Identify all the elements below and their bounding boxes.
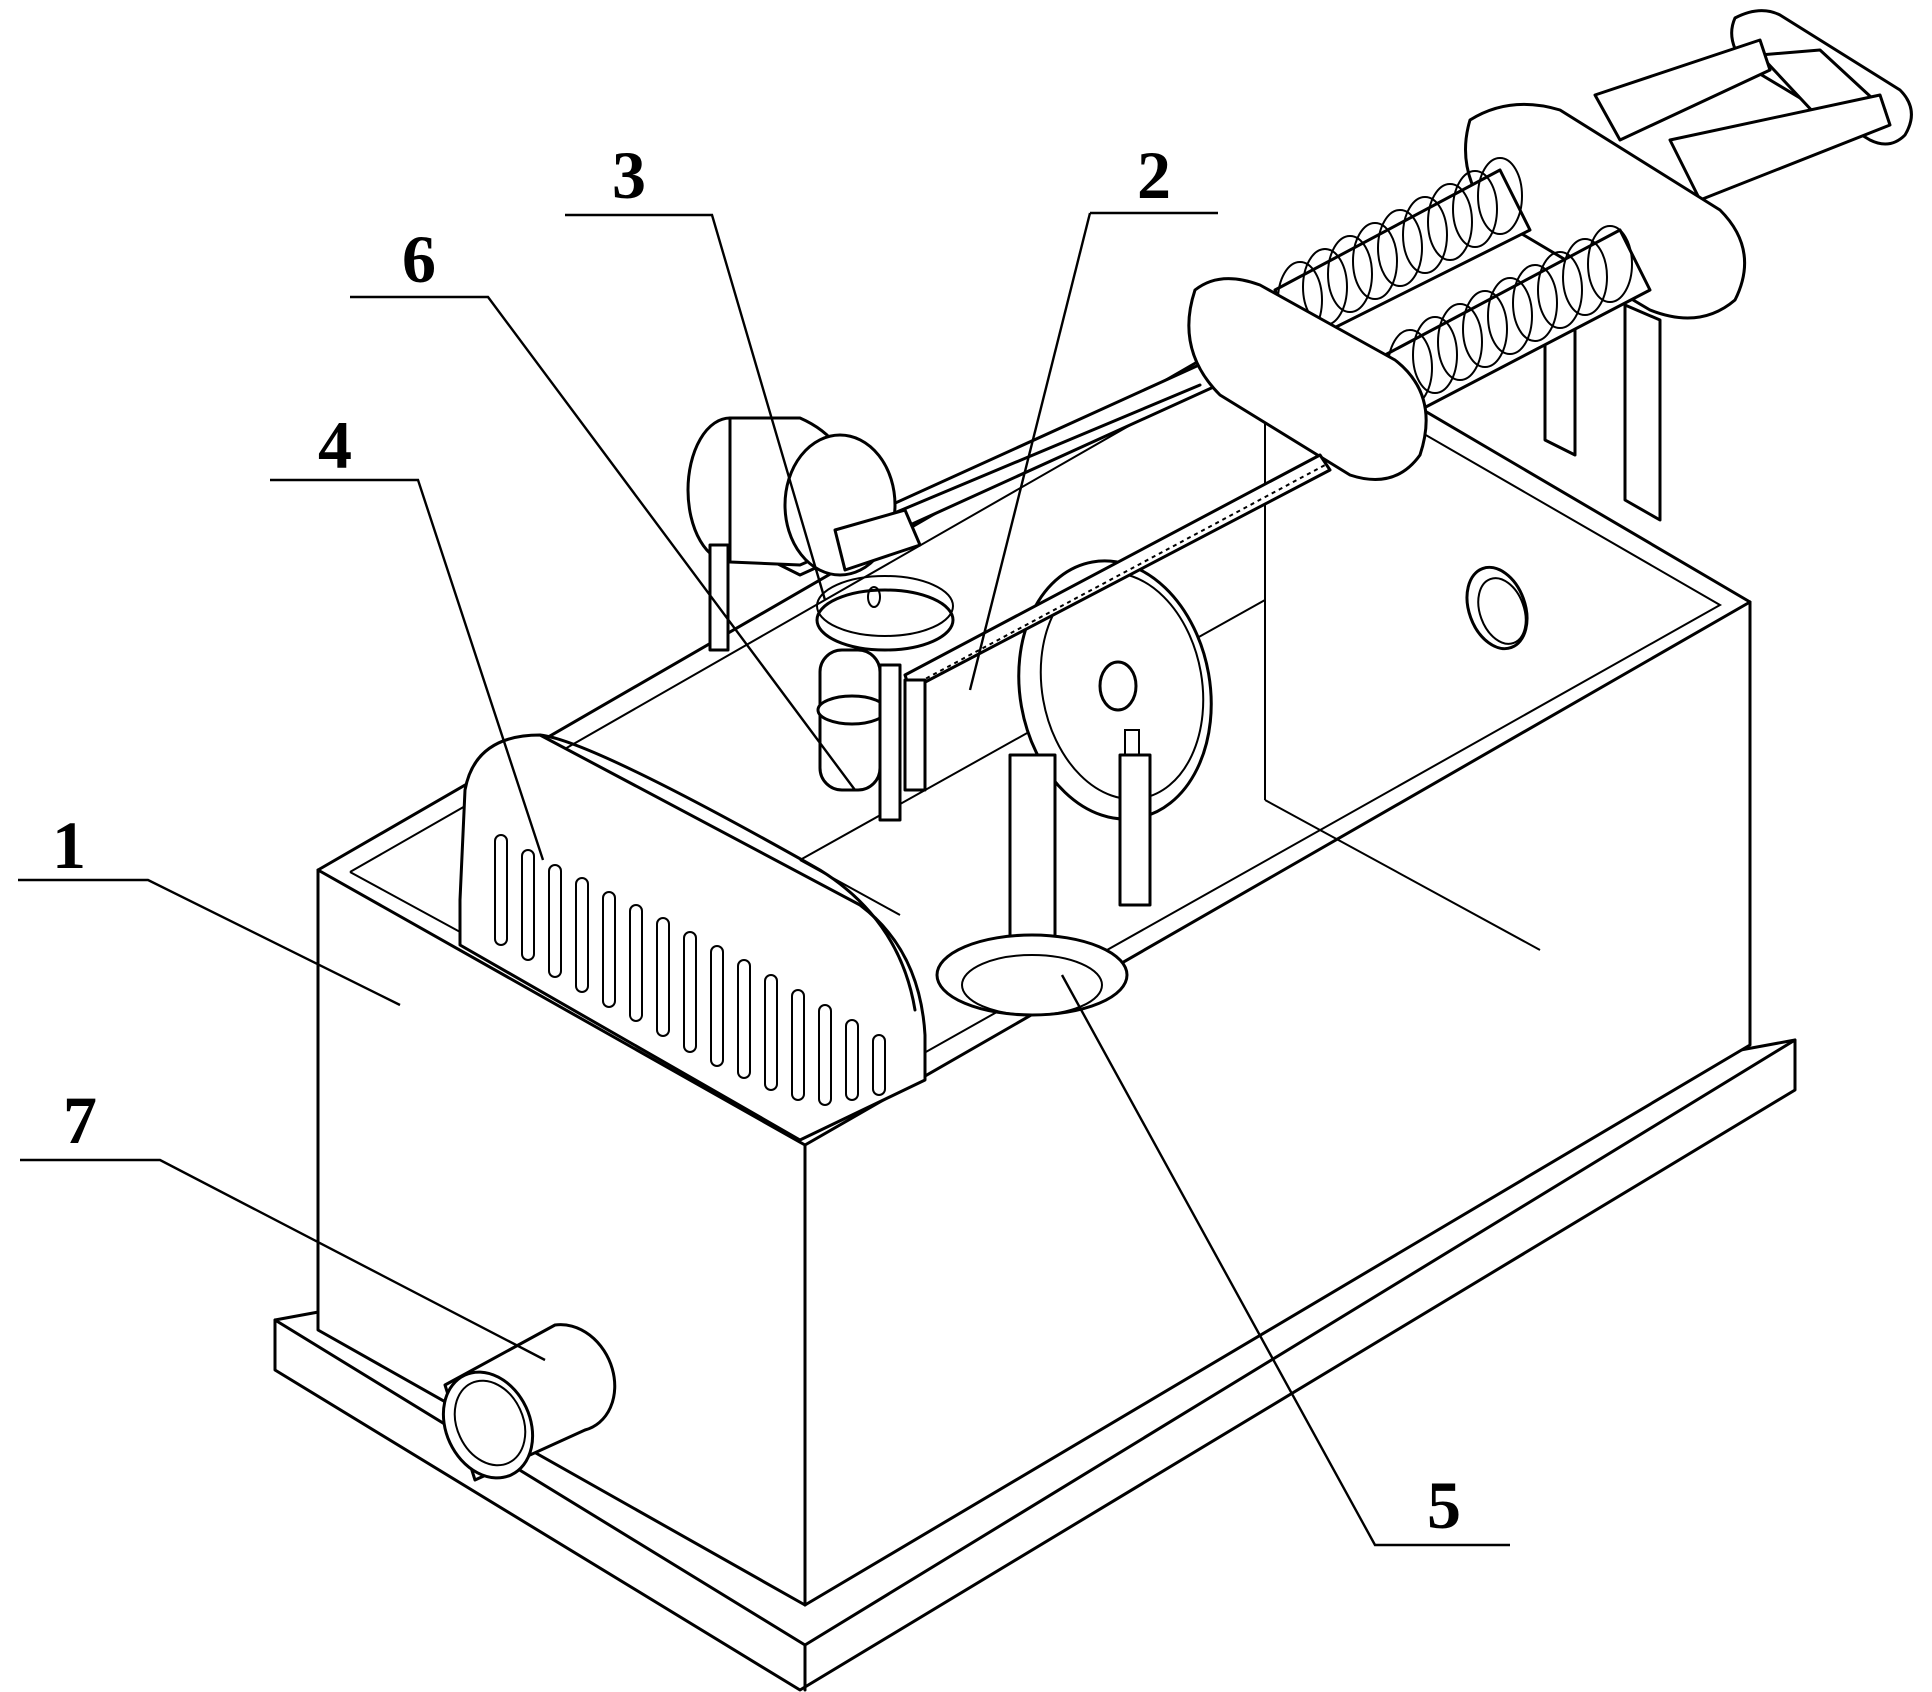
- callout-6: 6: [402, 221, 436, 297]
- motor: [686, 416, 922, 652]
- filter-screen: [458, 733, 927, 1142]
- leader-lines: [18, 211, 1510, 1547]
- callout-3: 3: [612, 137, 646, 213]
- screw-press: [1187, 9, 1913, 522]
- callout-4: 4: [318, 407, 352, 483]
- callout-7: 7: [63, 1082, 97, 1158]
- screen-slots: [494, 834, 886, 1106]
- outlet-pipe: [441, 1323, 617, 1482]
- pump-unit: [815, 575, 955, 822]
- vertical-cylinder: [935, 729, 1152, 1017]
- callout-5: 5: [1427, 1467, 1461, 1543]
- callout-2: 2: [1137, 137, 1171, 213]
- callout-1: 1: [52, 807, 86, 883]
- callout-labels: 1 2 3 4 5 6 7: [52, 137, 1461, 1543]
